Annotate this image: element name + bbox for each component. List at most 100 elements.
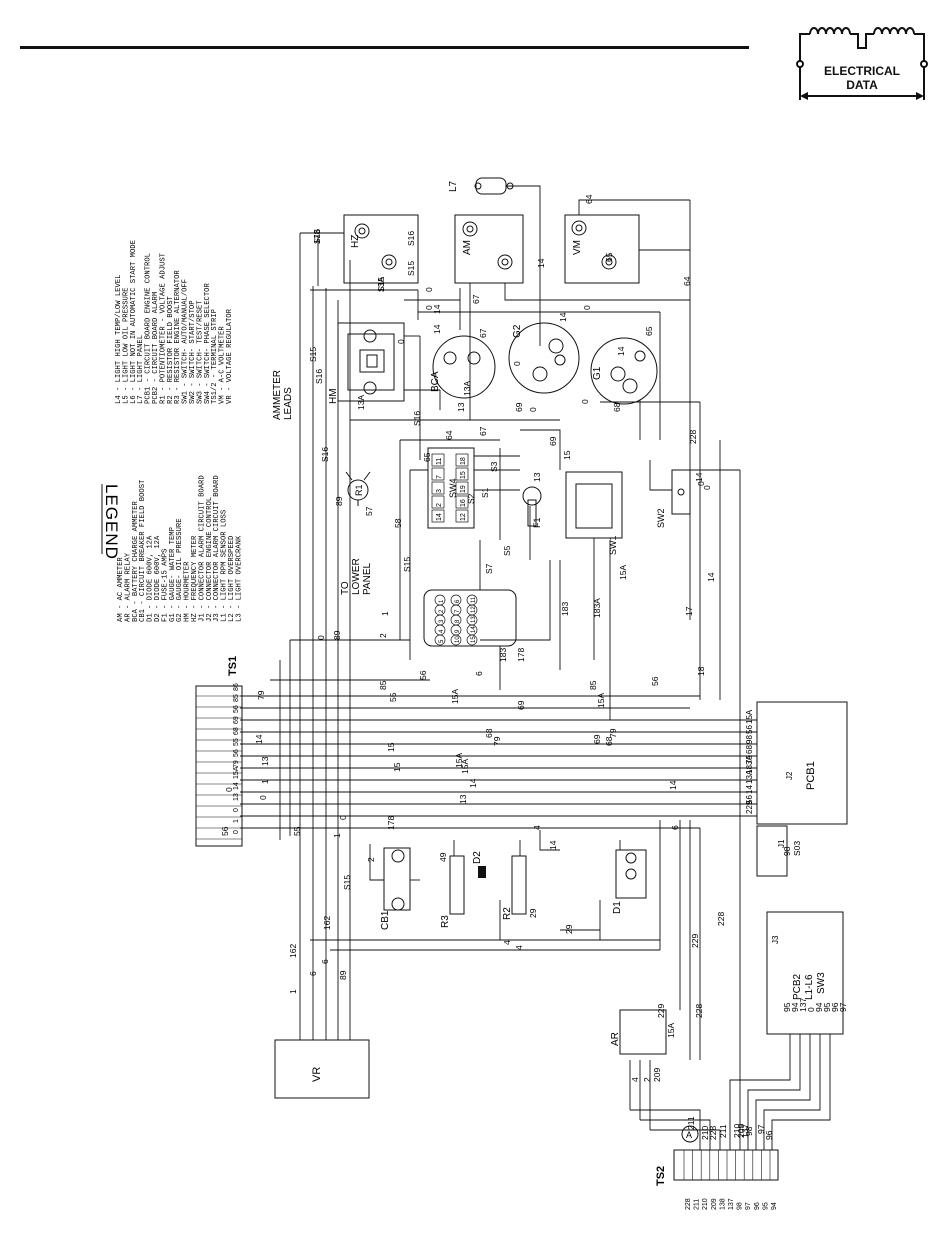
connector-pin-label: 15: [471, 636, 477, 643]
wire-label: 0: [396, 339, 406, 344]
wire-label: 14: [536, 258, 546, 268]
wire-label: 2: [378, 633, 388, 638]
g1-gauge: G1: [590, 337, 658, 405]
wire-label: S16: [320, 447, 330, 462]
wire: [578, 199, 690, 215]
ts1-pin-label: 86: [233, 683, 240, 691]
ts2-pin-label: 228: [685, 1198, 692, 1210]
electrical-data-badge: ELECTRICAL DATA: [792, 20, 932, 104]
wire-label: 98: [744, 1126, 754, 1136]
sw4-cell: [431, 453, 445, 467]
ts2-pin-label: 137: [728, 1198, 735, 1210]
wire: [630, 1109, 701, 1150]
connector-pin-label: 9: [455, 629, 461, 633]
sw4-cell: [455, 495, 469, 509]
ammeter-leads-note: AMMETER LEADS: [272, 370, 294, 420]
wire-label: 0: [806, 1007, 816, 1012]
wire-label: 55: [388, 692, 398, 702]
legend-entry: SW3 - SWITCH- TEST/RESET: [196, 300, 204, 404]
wire-label: S5: [502, 545, 512, 556]
wire-label: 85: [588, 680, 598, 690]
wire-label: 137: [798, 998, 808, 1012]
pcb1-pin-label: 79: [745, 755, 754, 764]
wire-label: 14: [694, 472, 704, 482]
wire-label: 69: [516, 700, 526, 710]
ts1-pin-label: 1: [233, 819, 240, 823]
wire-label: 96: [830, 1002, 840, 1012]
wire-label: 228: [688, 430, 698, 444]
ts2-pin-label: 211: [694, 1199, 701, 1210]
vr-label: VR: [311, 1067, 323, 1082]
connector-pin-label: 10: [455, 636, 461, 643]
wire-label: 0: [424, 287, 434, 292]
wire-label: 29: [564, 924, 574, 934]
wire-label: 56: [650, 676, 660, 686]
wire: [369, 844, 384, 881]
wire-label: S15: [402, 557, 412, 572]
pcb1-pin-label: 14: [745, 785, 754, 794]
connector-pin: [434, 634, 446, 646]
ts2-pin-label: 209: [711, 1198, 718, 1210]
wire-label: 211: [686, 1116, 696, 1130]
legend-entry: J2 - CONNECTOR ENGINE CONTROL: [206, 497, 214, 622]
legend-entry: SW4 - SWITCH- PHASE SELECTOR: [204, 283, 212, 404]
wire-label: 14: [706, 572, 716, 582]
legend-title: LEGEND: [102, 484, 121, 560]
connector-pin-label: 6: [455, 599, 461, 603]
wire-label: 162: [322, 916, 332, 930]
wire: [747, 1034, 801, 1150]
wire-label: 6: [320, 959, 330, 964]
pcb1-pin-label: 56: [745, 795, 754, 804]
wire-label: S7: [484, 563, 494, 574]
wire-label: 56: [220, 826, 230, 836]
wire-label: S15: [406, 261, 416, 276]
wire-label: S16: [412, 411, 422, 426]
wire-label: 68: [484, 728, 494, 738]
wire: [763, 1034, 821, 1150]
wire-label: 4: [630, 1077, 640, 1082]
wire-label: 1: [380, 611, 390, 616]
legend-entry: HZ - FREQUENCY METER: [191, 535, 199, 622]
ts1-pin-label: 0: [233, 808, 240, 812]
legend-entry: CB1 - CIRCUIT BREAKER FIELD BOOST: [139, 479, 147, 622]
ts1-label: TS1: [227, 656, 239, 676]
hz-meter: HZ: [343, 214, 419, 284]
ar-relay: AR: [610, 1009, 667, 1055]
ts1-pin-label: 68: [233, 727, 240, 735]
hourmeter: HM: [328, 322, 405, 404]
wire-label: 79: [492, 736, 502, 746]
wire-label: 6: [308, 971, 318, 976]
pcb1-pin-label: 68: [745, 745, 754, 754]
wire: [755, 1034, 811, 1150]
legend-entry: TS1/2 - TERMINAL STRIP: [211, 309, 219, 404]
wire-label: S3: [489, 461, 499, 472]
wire-label: 79: [256, 690, 266, 700]
legend-entry: VR - VOLTAGE REGULATOR: [226, 308, 234, 404]
wire-label: 0: [528, 407, 538, 412]
legend-entry: SW1 - SWITCH- AUTO/MANUAL/OFF: [182, 279, 190, 404]
to-lower-line3: PANEL: [362, 563, 373, 595]
l7-label: L7: [448, 180, 459, 192]
sw4-cell: [455, 467, 469, 481]
wire-label: 6: [670, 825, 680, 830]
wire: [480, 560, 551, 641]
legend-entry: L6 - LIGHT NOT IN AUTOMATIC START MODE: [130, 240, 138, 404]
ts2-pin-label: 94: [771, 1202, 778, 1210]
wire-label: 210: [700, 1126, 710, 1140]
wire-label: 209: [736, 1124, 746, 1138]
wire-label: 18: [696, 666, 706, 676]
legend-entry: AR - ALARM RELAY: [124, 552, 132, 622]
ts2-marker: A: [686, 1130, 692, 1140]
wire-label: 89: [338, 970, 348, 980]
wire-label: 209: [652, 1068, 662, 1082]
wire-label: 15: [392, 762, 402, 772]
sw1-label: SW1: [608, 535, 618, 555]
am-meter: AM: [454, 214, 524, 284]
sw4-cell: [455, 481, 469, 495]
connector-pin-label: 3: [439, 619, 445, 623]
legend-entry: BCA - BATTERY CHARGE AMMETER: [132, 501, 140, 622]
wire-label: 55: [292, 826, 302, 836]
legend-entry: L4 - LIGHT HIGH TEMP/LOW LEVEL: [115, 275, 123, 404]
legend-entry: D1 - DIODE 600V, 12A: [147, 535, 155, 622]
